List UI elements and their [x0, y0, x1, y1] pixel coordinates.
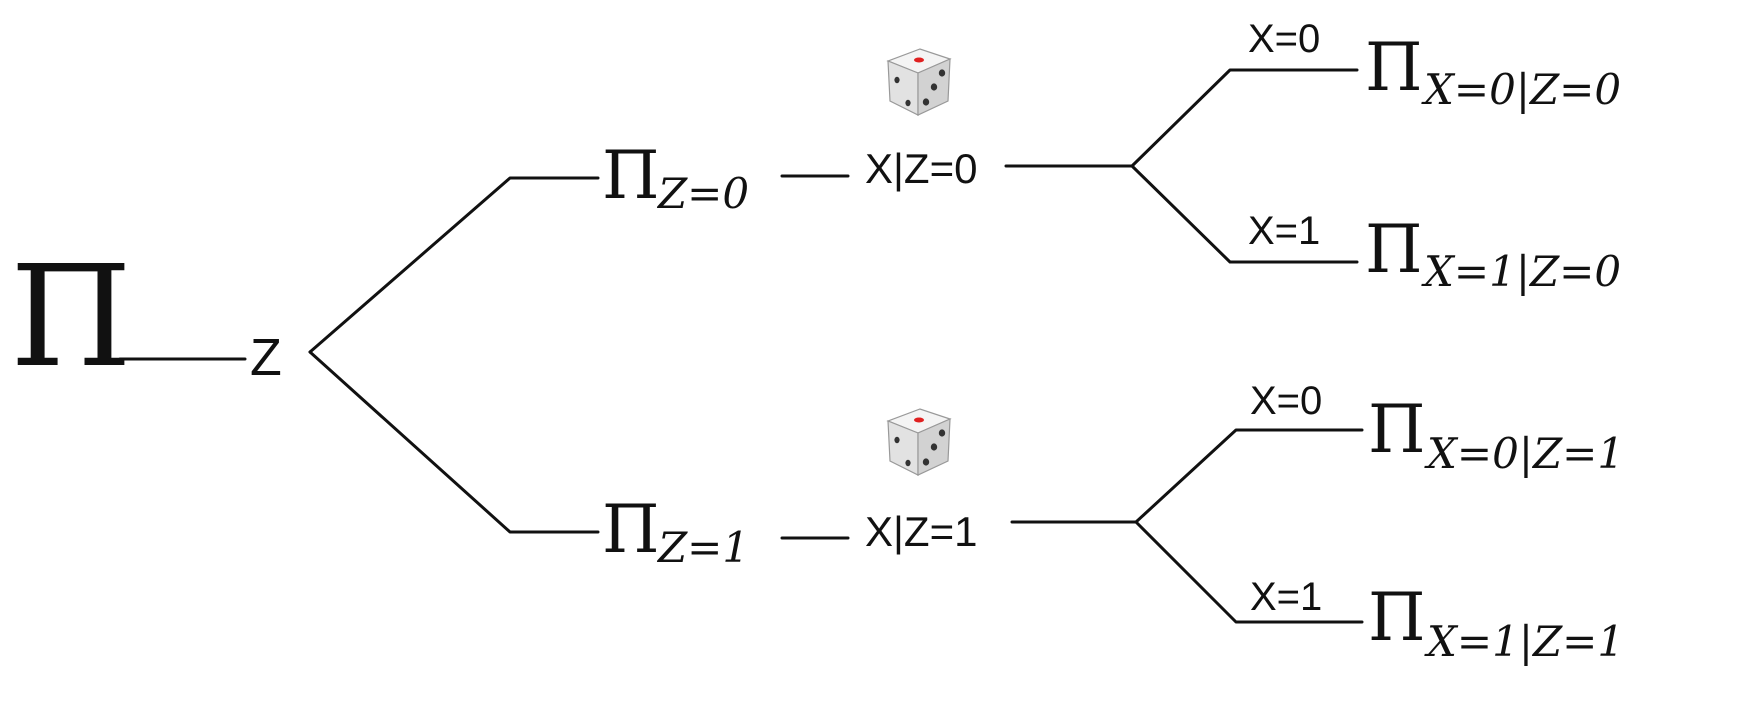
- edge-label-x1-z1: X=1: [1250, 575, 1322, 619]
- pi-z0-subscript: Z=0: [656, 169, 749, 218]
- edge-xz0-to-x0: [1130, 68, 1359, 168]
- pi-z0-symbol: Π: [602, 137, 660, 214]
- leaf-pi-x1-z0-symbol: Π: [1365, 211, 1423, 288]
- edge-xz0-to-x1: [1130, 164, 1359, 264]
- leaf-pi-x0-z1-symbol: Π: [1368, 391, 1426, 468]
- edge-label-x1-z0: X=1: [1248, 209, 1320, 253]
- edge-label-x0-z1: X=0: [1250, 379, 1322, 423]
- edge-z-to-z0: [308, 176, 600, 354]
- x-given-z1-label: X|Z=1: [865, 508, 977, 555]
- leaf-pi-x1-z1-subscript: X=1|Z=1: [1424, 617, 1624, 666]
- leaf-pi-x0-z1-subscript: X=0|Z=1: [1424, 429, 1624, 478]
- leaf-pi-x1-z0-subscript: X=1|Z=0: [1421, 247, 1621, 296]
- leaf-pi-x1-z1-symbol: Π: [1368, 579, 1426, 656]
- edge-z-to-z1: [308, 350, 600, 534]
- z-node-label: Z: [250, 329, 282, 387]
- leaf-pi-x0-z0-symbol: Π: [1365, 29, 1423, 106]
- root-pi-symbol: Π: [10, 236, 132, 399]
- leaf-pi-x0-z0-subscript: X=0|Z=0: [1421, 65, 1621, 114]
- edge-label-x0-z0: X=0: [1248, 17, 1320, 61]
- x-given-z0-label: X|Z=0: [865, 145, 977, 192]
- pi-z1-subscript: Z=1: [656, 523, 749, 572]
- edge-xz1-to-x1: [1134, 520, 1364, 624]
- edge-xz1-to-x0: [1134, 428, 1364, 524]
- pi-z1-symbol: Π: [602, 491, 660, 568]
- die-icon: [887, 408, 951, 476]
- die-icon: [887, 48, 951, 116]
